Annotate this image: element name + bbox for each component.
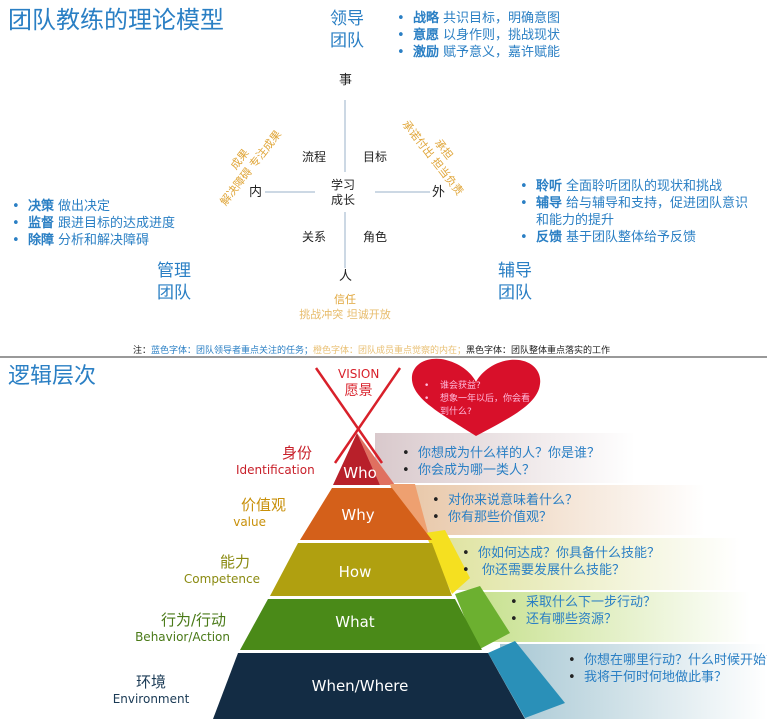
question: 你还需要发展什么技能？ <box>460 562 660 579</box>
face-what <box>240 599 482 650</box>
center-label: 学习 成长 <box>331 178 355 208</box>
note-prefix: 注： <box>133 346 152 356</box>
quadrant-goal: 目标 <box>363 150 388 164</box>
vision-cn: 愿景 <box>344 383 373 399</box>
question: 还有哪些资源？ <box>508 611 656 628</box>
quadrant-role: 角色 <box>363 230 388 244</box>
quadrant-relationship: 关系 <box>302 230 327 244</box>
side-what <box>455 586 510 650</box>
lead-team-label: 领导 团队 <box>330 8 364 52</box>
gold-bottom-sub: 挑战冲突 坦诚开放 <box>299 308 391 321</box>
level-identification-label: 身份 Identification <box>236 442 315 477</box>
questions-how: 你如何达成？你具备什么技能？ 你还需要发展什么技能？ <box>460 545 660 579</box>
questions-who: 你想成为什么样的人？你是谁？ 你会成为哪一类人？ <box>400 445 600 479</box>
pyramid-why: Why <box>341 506 375 524</box>
question: 你想成为什么样的人？你是谁？ <box>400 445 600 462</box>
question: 对你来说意味着什么？ <box>430 492 578 509</box>
level-en: Competence <box>183 572 260 586</box>
face-when <box>213 653 525 719</box>
level-environment-label: 环境 Environment <box>108 671 194 706</box>
manage-line2: 团队 <box>157 283 191 303</box>
questions-when-where: 你想在哪里行动？什么时候开始？ 我将于何时何地做此事？ <box>566 652 767 686</box>
question: 我将于何时何地做此事？ <box>566 669 767 686</box>
pyramid-what: What <box>335 613 375 631</box>
level-cn: 行为/行动 <box>160 611 226 629</box>
pyramid-who: Who <box>343 464 377 482</box>
gold-bottom-title: 信任 <box>334 293 356 306</box>
center-line1: 学习 <box>331 178 356 192</box>
vision-en: VISION <box>338 367 380 381</box>
questions-what: 采取什么下一步行动？ 还有哪些资源？ <box>508 594 656 628</box>
note-orange: 橙色字体：团队成员重点觉察的内在； <box>313 346 467 356</box>
side-who <box>357 433 395 485</box>
legend-note: 注：蓝色字体：团队领导者重点关注的任务；橙色字体：团队成员重点觉察的内在；黑色字… <box>133 343 610 356</box>
axis-right-label: 外 <box>432 185 446 200</box>
level-cn: 环境 <box>135 673 166 691</box>
level-competence-label: 能力 Competence <box>170 551 260 586</box>
side-when <box>488 641 565 718</box>
lead-line1: 领导 <box>330 9 364 29</box>
heart-questions: 谁会获益? 想象一年以后，你会看到什么? <box>422 380 534 419</box>
note-blue: 蓝色字体：团队领导者重点关注的任务； <box>151 346 314 356</box>
level-en: value <box>233 515 266 529</box>
axis-top-label: 事 <box>339 73 353 88</box>
question: 你如何达成？你具备什么技能？ <box>460 545 660 562</box>
level-behavior-label: 行为/行动 Behavior/Action <box>118 609 230 644</box>
level-cn: 价值观 <box>240 496 286 514</box>
heart-item: 谁会获益? <box>422 380 534 393</box>
question: 你会成为哪一类人？ <box>400 462 600 479</box>
vision-line-right <box>333 367 402 464</box>
model-axes <box>265 100 430 268</box>
quadrant-process: 流程 <box>302 150 327 164</box>
vision-line-left <box>314 367 384 464</box>
pyramid-how: How <box>338 563 372 581</box>
lead-line2: 团队 <box>330 31 364 51</box>
gold-bottom-text: 信任 挑战冲突 坦诚开放 <box>293 292 397 322</box>
section-divider <box>0 356 767 358</box>
manage-line1: 管理 <box>157 261 191 281</box>
coach-line2: 团队 <box>498 283 532 303</box>
heart-item: 想象一年以后，你会看到什么? <box>422 393 534 419</box>
level-cn: 能力 <box>219 553 250 571</box>
vision-label: VISION 愿景 <box>338 366 379 400</box>
question: 你有那些价值观？ <box>430 509 578 526</box>
question: 采取什么下一步行动？ <box>508 594 656 611</box>
levels-title: 逻辑层次 <box>8 364 97 389</box>
level-en: Identification <box>236 463 315 477</box>
coach-team-label: 辅导 团队 <box>498 260 532 304</box>
manage-team-label: 管理 团队 <box>157 260 191 304</box>
questions-why: 对你来说意味着什么？ 你有那些价值观？ <box>430 492 578 526</box>
axis-left-label: 内 <box>249 185 263 200</box>
axis-bottom-label: 人 <box>339 269 353 284</box>
face-why <box>300 488 432 540</box>
model-title: 团队教练的理论模型 <box>8 6 224 34</box>
coach-line1: 辅导 <box>498 261 532 281</box>
note-black: 黑色字体：团队整体重点落实的工作 <box>466 346 611 356</box>
face-how <box>270 543 452 596</box>
pyramid-when-where: When/Where <box>311 677 409 695</box>
level-en: Behavior/Action <box>135 630 230 644</box>
center-line2: 成长 <box>331 193 356 207</box>
level-en: Environment <box>112 692 190 706</box>
side-how <box>425 530 470 594</box>
level-value-label: 价值观 value <box>200 494 286 529</box>
level-cn: 身份 <box>281 444 312 462</box>
face-who <box>333 433 380 485</box>
question: 你想在哪里行动？什么时候开始？ <box>566 652 767 669</box>
